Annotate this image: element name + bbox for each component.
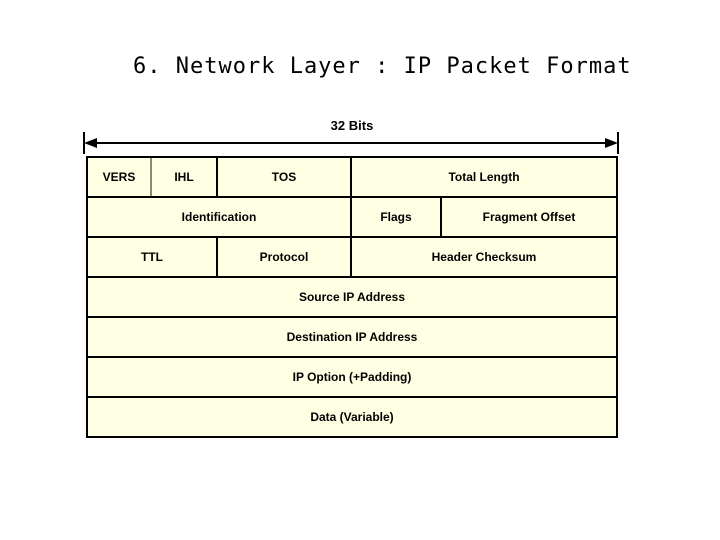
ip-packet-table: VERS IHL TOS Total Length Identification…	[86, 156, 618, 438]
packet-row-7: Data (Variable)	[88, 398, 616, 436]
packet-row-1: VERS IHL TOS Total Length	[88, 158, 616, 198]
packet-row-6: IP Option (+Padding)	[88, 358, 616, 398]
field-source-ip-address: Source IP Address	[88, 278, 616, 316]
packet-row-5: Destination IP Address	[88, 318, 616, 358]
packet-row-2: Identification Flags Fragment Offset	[88, 198, 616, 238]
field-vers: VERS	[88, 158, 152, 196]
field-header-checksum: Header Checksum	[352, 238, 616, 276]
field-tos: TOS	[218, 158, 352, 196]
field-ihl: IHL	[152, 158, 218, 196]
field-identification: Identification	[88, 198, 352, 236]
field-ttl: TTL	[88, 238, 218, 276]
field-flags: Flags	[352, 198, 442, 236]
field-ip-option: IP Option (+Padding)	[88, 358, 616, 396]
packet-row-3: TTL Protocol Header Checksum	[88, 238, 616, 278]
double-headed-arrow-icon	[78, 130, 624, 156]
field-data-variable: Data (Variable)	[88, 398, 616, 436]
bits-width-label: 32 Bits	[330, 118, 374, 133]
packet-row-4: Source IP Address	[88, 278, 616, 318]
field-protocol: Protocol	[218, 238, 352, 276]
field-destination-ip-address: Destination IP Address	[88, 318, 616, 356]
page-title: 6. Network Layer : IP Packet Format	[133, 54, 632, 79]
field-fragment-offset: Fragment Offset	[442, 198, 616, 236]
field-total-length: Total Length	[352, 158, 616, 196]
